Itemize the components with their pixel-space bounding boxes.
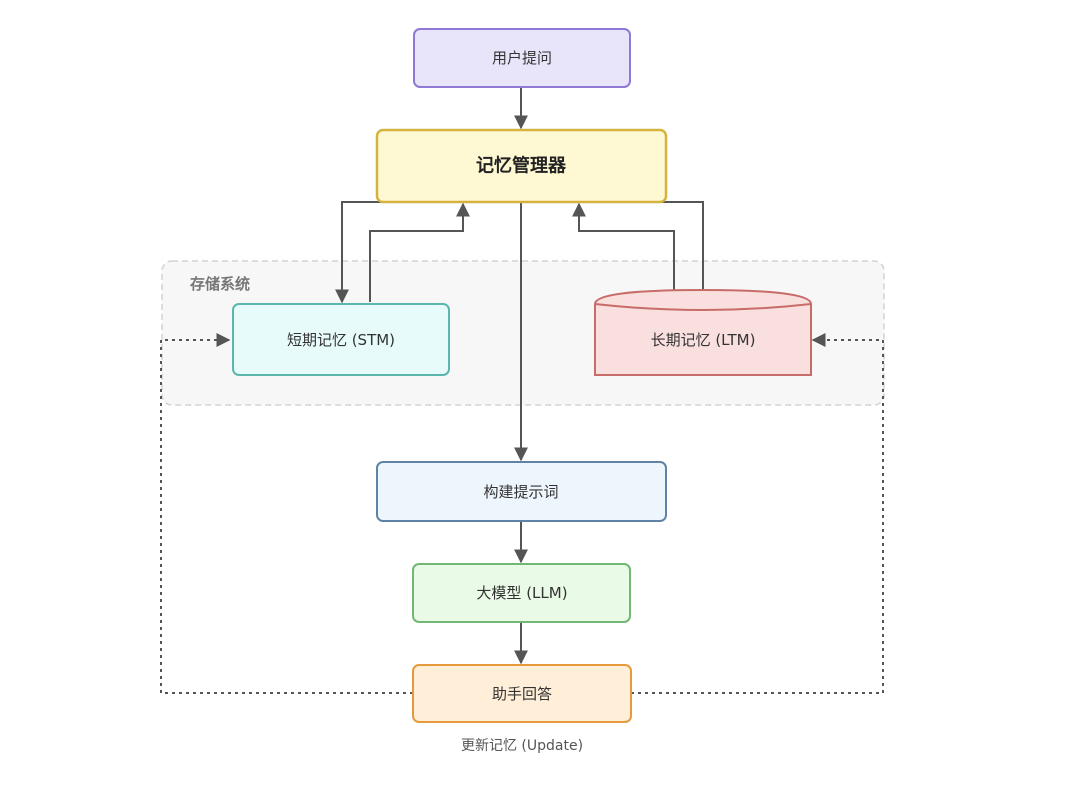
edges [160,87,884,694]
node-user-question: 用户提问 [413,28,631,88]
node-ltm: 长期记忆 (LTM) [594,288,812,376]
node-build-prompt-label: 构建提示词 [483,483,558,501]
update-memory-label: 更新记忆 (Update) [461,738,583,754]
edge-answer-update-ltm [631,333,884,694]
node-assistant-answer-label: 助手回答 [492,685,552,703]
node-assistant-answer: 助手回答 [412,664,632,723]
node-assistant-answer-box [412,664,632,723]
node-stm: 短期记忆 (STM) [232,303,450,376]
node-stm-box [232,303,450,376]
node-build-prompt: 构建提示词 [376,461,667,522]
node-user-question-box [413,28,631,88]
node-build-prompt-box [376,461,667,522]
node-memory-manager-label: 记忆管理器 [476,155,567,177]
edge-answer-update-stm [160,333,413,694]
edge-stm-to-manager [369,202,470,302]
node-llm: 大模型 (LLM) [412,563,631,623]
node-ltm-cylinder-rim [594,303,812,311]
node-memory-manager: 记忆管理器 [375,128,668,204]
node-user-question-label: 用户提问 [492,49,552,67]
node-llm-box [412,563,631,623]
node-stm-label: 短期记忆 (STM) [287,331,395,349]
edge-ltm-to-manager [572,202,675,302]
node-memory-manager-box [375,128,668,204]
node-ltm-label: 长期记忆 (LTM) [651,331,756,349]
storage-system-label: 存储系统 [190,275,250,293]
node-llm-label: 大模型 (LLM) [476,584,567,602]
node-ltm-cylinder [594,288,812,376]
